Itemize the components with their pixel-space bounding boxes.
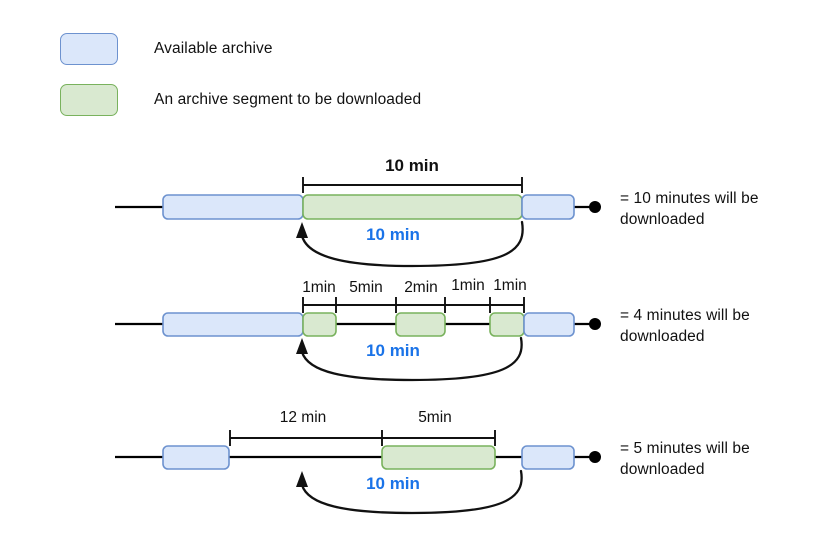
row-2-dim-label-4: 1min <box>493 277 527 294</box>
row-1-dim-label-0: 10 min <box>385 156 439 175</box>
row-1-result-label: = 10 minutes will be downloaded <box>620 190 759 228</box>
row-2-archive-right <box>523 312 575 337</box>
row-1-archive-right <box>521 194 575 220</box>
row-2-download-segment-2 <box>395 312 446 337</box>
row-1-arc-path <box>300 220 524 268</box>
legend-label-archive-segment: An archive segment to be downloaded <box>154 91 422 108</box>
row-3-dimension-scale: 12 min 5min <box>229 409 496 446</box>
legend-item-available-archive: Available archive <box>60 33 273 65</box>
row-2-dim-label-1: 5min <box>349 279 383 296</box>
row-2-arc-path <box>300 336 523 382</box>
row-2-request-label: 10 min <box>366 341 420 360</box>
row-3-end-dot-icon <box>589 451 601 463</box>
row-3-download-segment <box>381 445 496 470</box>
row-3-result-label: = 5 minutes will be downloaded <box>620 440 750 478</box>
row-3-arc-arrowhead-icon <box>296 471 308 487</box>
row-1-end-dot-icon <box>589 201 601 213</box>
row-1-arc-arrowhead-icon <box>296 222 308 238</box>
row-2-end-dot-icon <box>589 318 601 330</box>
row-1-dimension-bracket: 10 min <box>302 156 523 193</box>
row-2-dimension-scale: 1min 5min 2min 1min 1min <box>302 277 527 313</box>
row-3-dim-label-0: 12 min <box>280 409 327 426</box>
row-2-timeline <box>115 312 601 337</box>
row-3-archive-left <box>162 445 230 470</box>
row-2-dim-label-3: 1min <box>451 277 485 294</box>
row-3-archive-right <box>521 445 575 470</box>
row-3-arc-path <box>300 469 523 515</box>
row-3-timeline <box>115 445 601 470</box>
row-3-request-label: 10 min <box>366 474 420 493</box>
legend-label-available-archive: Available archive <box>154 40 273 57</box>
row-2-dim-label-2: 2min <box>404 279 438 296</box>
legend-item-archive-segment: An archive segment to be downloaded <box>60 84 421 116</box>
row-1-timeline <box>115 194 601 220</box>
row-1-request-label: 10 min <box>366 225 420 244</box>
row-2-arc-arrowhead-icon <box>296 338 308 354</box>
row-2-dim-label-0: 1min <box>302 279 336 296</box>
row-2-download-segment-1 <box>302 312 337 337</box>
row-2-request-arc: 10 min <box>296 336 523 382</box>
archive-segment-swatch-icon <box>60 84 118 116</box>
available-archive-swatch-icon <box>60 33 118 65</box>
row-2-result-label: = 4 minutes will be downloaded <box>620 307 750 345</box>
row-3-request-arc: 10 min <box>296 469 523 515</box>
row-3-dim-label-1: 5min <box>418 409 452 426</box>
row-1-request-arc: 10 min <box>296 220 524 268</box>
